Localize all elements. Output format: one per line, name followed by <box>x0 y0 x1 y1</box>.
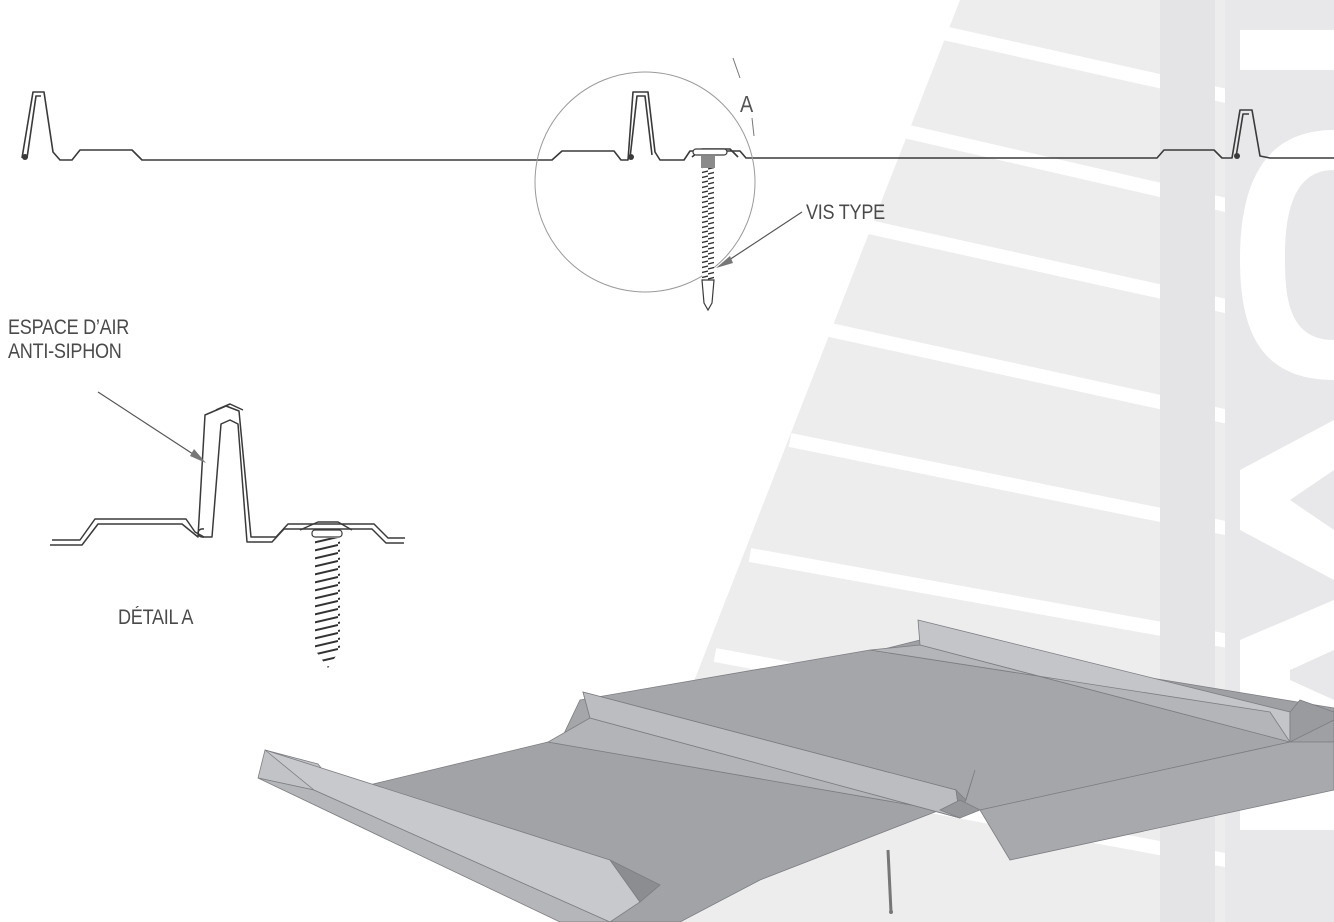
top-profile-sheet <box>21 91 1334 161</box>
screw-leader <box>716 211 803 268</box>
detail-a-label: DÉTAIL A <box>118 606 194 629</box>
air-gap-label: ESPACE D’AIR ANTI-SIPHON <box>8 316 129 364</box>
air-gap-leader <box>97 391 206 463</box>
screw-type-label: VIS TYPE <box>806 201 885 224</box>
panel-3d <box>257 619 1334 922</box>
air-gap-label-line1: ESPACE D’AIR <box>8 316 130 339</box>
panel-screw <box>886 849 893 914</box>
detail-a-profile <box>50 403 405 546</box>
detail-callout <box>534 57 756 293</box>
top-profile-rib-inner <box>26 95 1249 159</box>
detail-circle <box>534 71 756 293</box>
callout-a-label: A <box>740 91 753 117</box>
air-gap-label-line2: ANTI-SIPHON <box>8 340 122 363</box>
top-screw <box>692 148 728 312</box>
top-profile <box>21 91 1334 161</box>
detail-a-screw <box>311 529 343 668</box>
